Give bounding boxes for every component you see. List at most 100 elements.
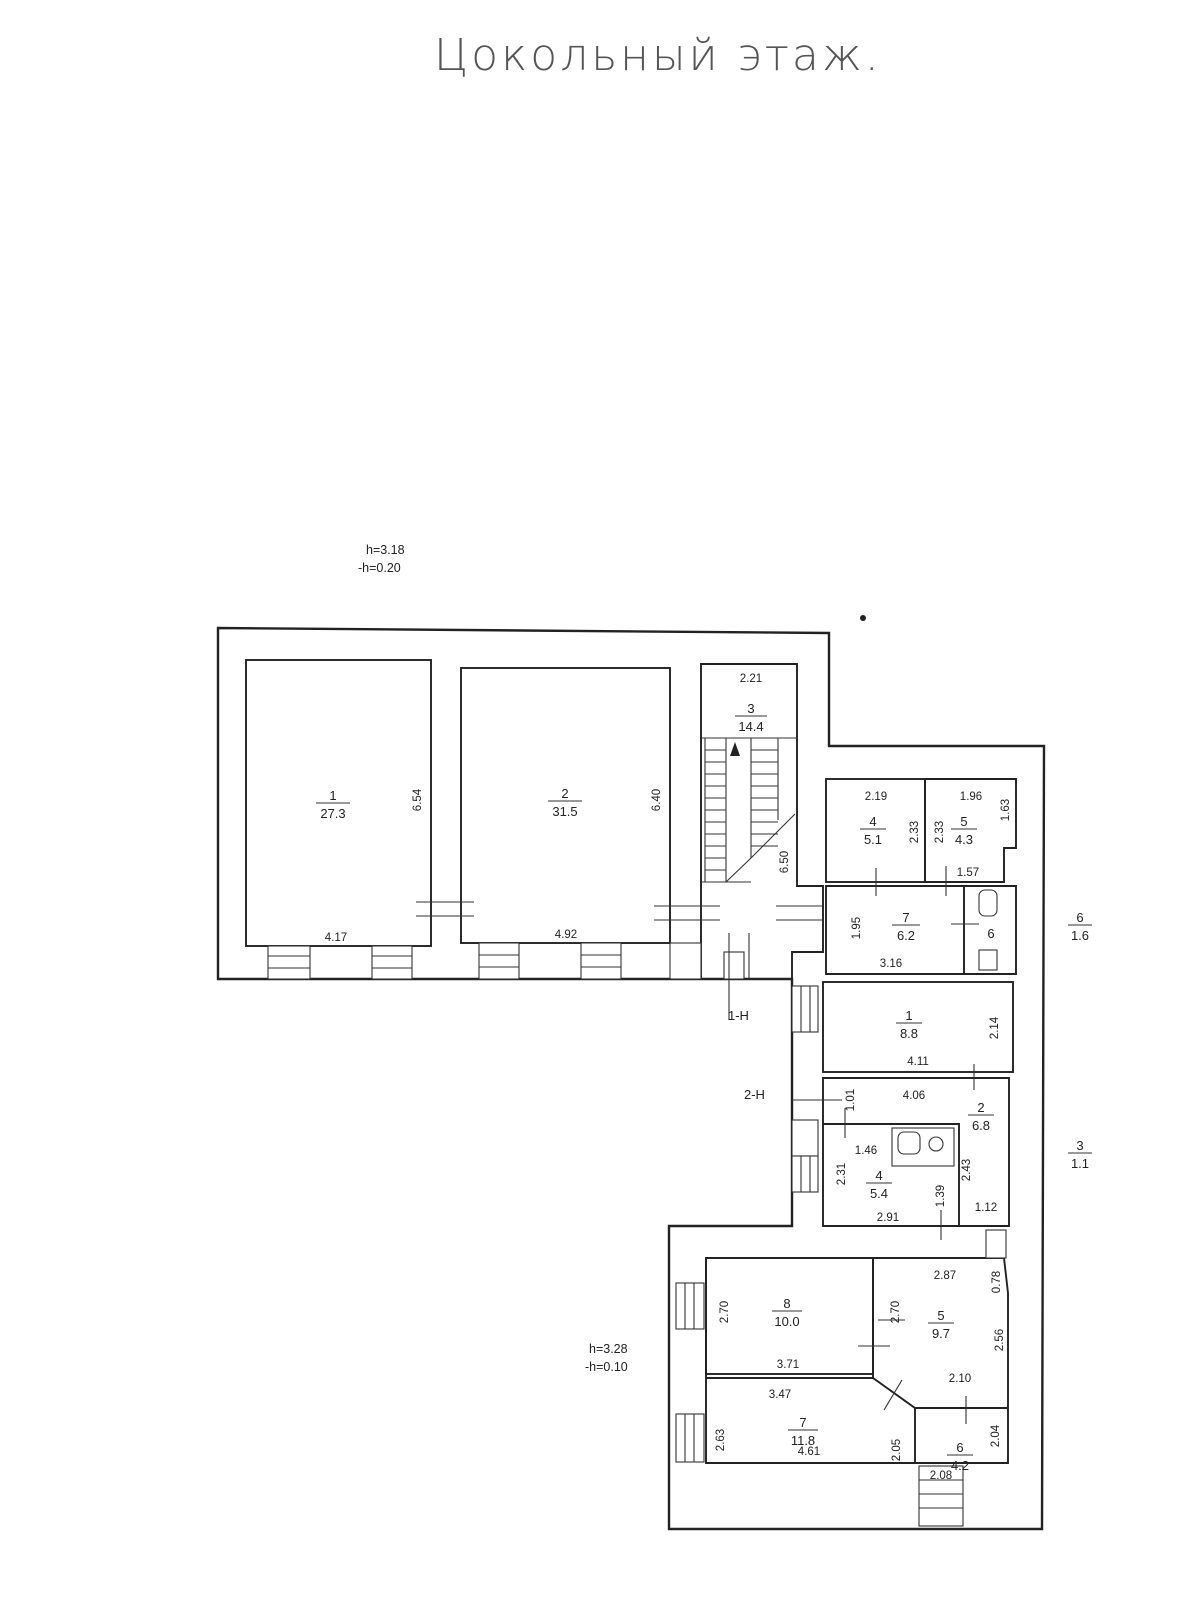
room-A6-outdoor-area: 1.6 — [1071, 928, 1089, 943]
dimension-label: 2.56 — [994, 1329, 1006, 1351]
stair-treads — [701, 738, 796, 883]
room-B3-outdoor-area: 1.1 — [1071, 1156, 1089, 1171]
room-1-area: 27.3 — [320, 806, 345, 821]
dimension-label: 1.01 — [845, 1089, 857, 1111]
room-2-outline — [460, 667, 671, 944]
door-ticks-C — [858, 1319, 967, 1424]
dimension-label: 2.33 — [909, 821, 921, 843]
room-C5-number: 5 — [937, 1308, 944, 1323]
dimension-label: 2.08 — [930, 1470, 952, 1482]
corridor-windows — [791, 985, 819, 1193]
dimension-label: 6.50 — [779, 851, 791, 873]
room-C6-number: 6 — [956, 1440, 963, 1455]
room-3-area: 14.4 — [738, 719, 763, 734]
dimension-label: 1.46 — [855, 1145, 877, 1157]
room-B3-outdoor-label: 3 1.1 — [1068, 1138, 1092, 1171]
dimension-label: 2.91 — [877, 1212, 899, 1224]
dimension-labels: 6.54 4.17 6.40 4.92 2.21 6.50 2.19 2.33 … — [325, 673, 1012, 1482]
dimension-label: 2.70 — [890, 1301, 902, 1323]
room-A7-outline — [825, 885, 1017, 975]
dimension-label: 4.61 — [798, 1446, 820, 1458]
dimension-label: 4.17 — [325, 932, 347, 944]
room-C8-area: 10.0 — [774, 1314, 799, 1329]
windows-bottom-block — [675, 1229, 1007, 1527]
dimension-label: 1.12 — [975, 1202, 997, 1214]
room-A5-outline — [924, 778, 1017, 883]
room-B4-label: 4 5.4 — [866, 1168, 892, 1201]
door-openings-left — [416, 901, 822, 1020]
dimension-label: 2.14 — [989, 1016, 1001, 1039]
room-C5-label: 5 9.7 — [928, 1308, 954, 1341]
dimension-label: 4.11 — [907, 1056, 929, 1068]
room-C7-area: 11.8 — [791, 1433, 815, 1448]
room-C7-label: 7 11.8 — [788, 1415, 818, 1448]
room-1-label: 1 27.3 — [316, 788, 350, 821]
room-A6-number: 6 — [987, 926, 994, 941]
dimension-label: 1.63 — [1000, 799, 1012, 821]
dimension-label: 2.19 — [865, 791, 887, 803]
plan-title: Цокольный этаж. — [434, 30, 882, 81]
room-A7-number: 7 — [902, 910, 909, 925]
entrance-label-1n: 1-Н — [728, 1008, 749, 1023]
room-B2-label: 2 6.8 — [968, 1100, 994, 1133]
room-C8-number: 8 — [783, 1296, 790, 1311]
room-3-number: 3 — [747, 701, 754, 716]
room-1-number: 1 — [329, 788, 336, 803]
entrance-label-2n: 2-Н — [744, 1087, 765, 1102]
room-2-number: 2 — [561, 786, 568, 801]
dimension-label: 2.31 — [836, 1163, 848, 1185]
room-A5-area: 4.3 — [955, 832, 973, 847]
door-ticks-A — [875, 866, 979, 925]
room-B1-outline — [822, 981, 1014, 1073]
dimension-label: 2.63 — [715, 1429, 727, 1451]
dimension-label: 2.70 — [719, 1301, 731, 1323]
dimension-label: 2.10 — [949, 1373, 971, 1385]
room-C5-area: 9.7 — [932, 1326, 950, 1341]
dimension-label: 1.95 — [851, 917, 863, 939]
dimension-label: 2.05 — [891, 1439, 903, 1461]
room-A4-label: 4 5.1 — [860, 814, 886, 847]
room-1-outline — [245, 659, 432, 947]
toilet-fixtures-A — [978, 889, 998, 971]
dimension-label: 2.43 — [961, 1159, 973, 1181]
room-B1-area: 8.8 — [900, 1026, 918, 1041]
room-B-group-outline — [822, 1077, 1010, 1227]
height-note-lower-1: h=3.28 — [589, 1342, 628, 1356]
dimension-label: 2.04 — [990, 1424, 1002, 1447]
room-A7-label: 7 6.2 — [892, 910, 920, 943]
dimension-label: 1.39 — [935, 1185, 947, 1207]
dimension-label: 4.92 — [555, 929, 577, 941]
height-note-upper-1: h=3.18 — [366, 543, 405, 557]
room-C-group-outline — [705, 1257, 1009, 1464]
room-C6-label: 6 4.2 — [947, 1440, 973, 1473]
dimension-label: 2.21 — [740, 673, 762, 685]
height-note-lower-2: -h=0.10 — [585, 1360, 628, 1374]
dimension-label: 1.57 — [957, 867, 979, 879]
room-A6-outdoor-label: 6 1.6 — [1068, 910, 1092, 943]
room-A7-area: 6.2 — [897, 928, 915, 943]
dimension-label: 2.87 — [934, 1270, 956, 1282]
room-A5-number: 5 — [960, 814, 967, 829]
room-C8-label: 8 10.0 — [772, 1296, 802, 1329]
speck-mark — [860, 615, 866, 621]
room-C6-area: 4.2 — [951, 1458, 969, 1473]
dimension-label: 3.47 — [769, 1389, 791, 1401]
dimension-label: 0.78 — [991, 1271, 1003, 1293]
room-B2-area: 6.8 — [972, 1118, 990, 1133]
room-B1-number: 1 — [905, 1008, 912, 1023]
dimension-label: 4.06 — [903, 1090, 925, 1102]
dimension-label: 2.33 — [934, 821, 946, 843]
room-B4-number: 4 — [875, 1168, 882, 1183]
room-2-area: 31.5 — [552, 804, 577, 819]
room-3-label: 3 14.4 — [735, 701, 767, 734]
room-A4-number: 4 — [869, 814, 876, 829]
height-note-upper-2: -h=0.20 — [358, 561, 401, 575]
dimension-label: 3.16 — [880, 958, 902, 970]
toilet-fixture-B — [891, 1127, 955, 1167]
room-B4-outline — [823, 1123, 960, 1226]
windows-left-wing — [267, 942, 745, 980]
room-A5-label: 5 4.3 — [951, 814, 977, 847]
room-B1-label: 1 8.8 — [896, 1008, 922, 1041]
door-ticks-B — [792, 1064, 975, 1240]
room-2-label: 2 31.5 — [548, 786, 582, 819]
